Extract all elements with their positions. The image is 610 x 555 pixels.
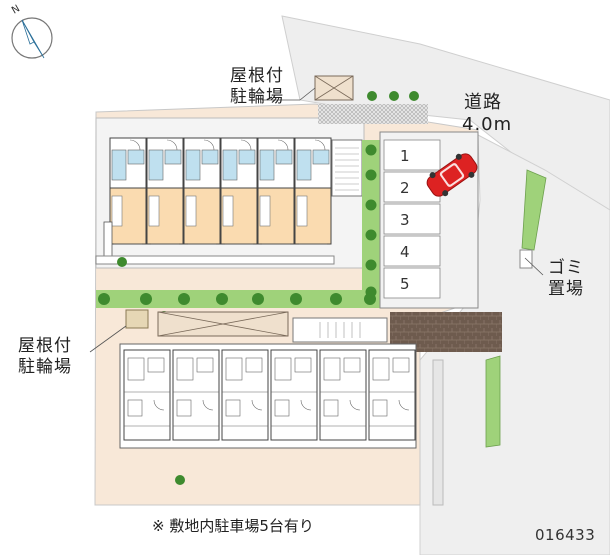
parking-slot: 4 [383, 235, 441, 267]
tree [330, 293, 342, 305]
parking-slot-number: 5 [400, 275, 410, 293]
parking-slot: 5 [383, 267, 441, 299]
lower-unit [270, 349, 318, 441]
lower-unit [368, 349, 416, 441]
tree [365, 144, 377, 156]
lower-unit [123, 349, 171, 441]
stair-lower [292, 317, 388, 343]
upper-unit [294, 137, 332, 245]
label-bike-shelter-top: 屋根付 駐輪場 [230, 66, 284, 107]
bike-racks [125, 309, 149, 329]
lower-units [123, 349, 416, 441]
paving-top [318, 104, 428, 124]
tree [389, 91, 399, 101]
parking-slot-number: 1 [400, 147, 410, 165]
label-garbage: ゴミ 置場 [548, 258, 584, 299]
tree [365, 229, 377, 241]
parking-slot: 1 [383, 139, 441, 171]
compass-icon [11, 17, 53, 59]
grass-lower-right [485, 355, 501, 448]
upper-unit [220, 137, 258, 245]
green-strip-right [362, 140, 380, 308]
upper-units [103, 137, 332, 257]
tree [216, 293, 228, 305]
tree [98, 293, 110, 305]
tree [365, 286, 377, 298]
tree [140, 293, 152, 305]
trees [98, 91, 419, 485]
lower-unit [319, 349, 367, 441]
tree [409, 91, 419, 101]
tree [175, 475, 185, 485]
tree [367, 91, 377, 101]
upper-unit [257, 137, 295, 245]
tree [252, 293, 264, 305]
parking-note: ※ 敷地内駐車場5台有り [152, 517, 314, 535]
label-bike-shelter-left: 屋根付 駐輪場 [18, 336, 72, 377]
tree [117, 257, 127, 267]
parking-slot-number: 4 [400, 243, 410, 261]
car-icon [426, 153, 478, 197]
walkway-lower [432, 359, 444, 506]
property-code: 016433 [535, 526, 596, 544]
tree [290, 293, 302, 305]
lower-unit [172, 349, 220, 441]
green-strip [96, 290, 380, 308]
tree [365, 259, 377, 271]
garbage-green [521, 169, 547, 251]
lower-unit [221, 349, 269, 441]
tree [178, 293, 190, 305]
tree [365, 199, 377, 211]
upper-unit [183, 137, 221, 245]
compass-label: N [10, 3, 22, 16]
label-road: 道路 4.0m [462, 92, 513, 135]
tree [365, 169, 377, 181]
stair-upper [331, 139, 363, 197]
parking-slot-number: 3 [400, 211, 410, 229]
parking-slot-number: 2 [400, 179, 410, 197]
parking-slot: 3 [383, 203, 441, 235]
upper-unit [109, 137, 147, 245]
upper-unit [146, 137, 184, 245]
